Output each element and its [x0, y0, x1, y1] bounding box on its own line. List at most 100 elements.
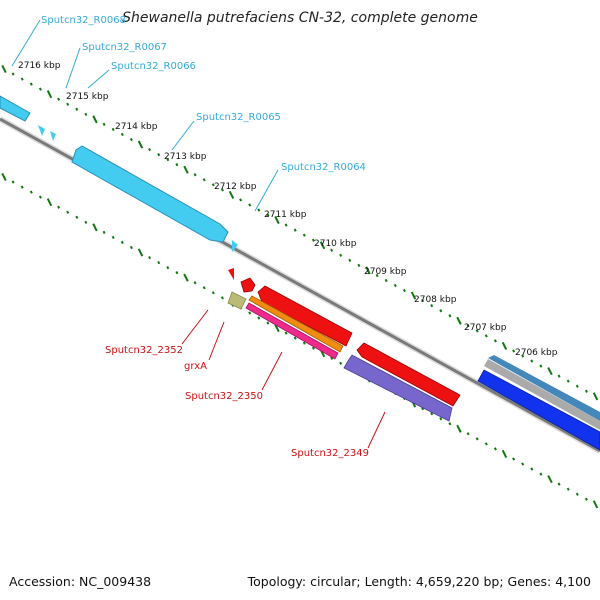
label-2349[interactable]: Sputcn32_2349	[291, 448, 369, 459]
label-2352[interactable]: Sputcn32_2352	[105, 345, 183, 356]
outer-tick	[46, 90, 53, 99]
kbp-label: 2707 kbp	[464, 323, 507, 333]
feature-trna-r0066[interactable]	[50, 131, 56, 141]
feature-red-2349[interactable]	[356, 342, 461, 407]
inner-tick	[592, 500, 599, 509]
feature-gray-band[interactable]	[484, 359, 600, 430]
outer-tick	[239, 198, 243, 202]
inner-tick	[175, 271, 179, 275]
label-r0066[interactable]: Sputcn32_R0066	[111, 61, 196, 72]
outer-tick	[393, 283, 397, 288]
feature-red-2351[interactable]	[257, 285, 353, 347]
inner-tick	[530, 467, 534, 471]
kbp-label: 2708 kbp	[414, 295, 457, 305]
outer-tick	[439, 309, 443, 313]
inner-tick	[274, 324, 280, 333]
outer-tick	[430, 304, 434, 308]
outer-tick	[92, 115, 98, 124]
outer-tick	[75, 107, 79, 111]
leader-r0066	[87, 69, 110, 89]
inner-tick	[183, 273, 189, 282]
outer-tick	[166, 158, 170, 162]
inner-tick	[466, 432, 470, 436]
outer-tick	[501, 341, 508, 350]
feature-red-2352[interactable]	[240, 277, 256, 293]
inner-tick	[66, 210, 70, 214]
kbp-label: 2713 kbp	[164, 152, 207, 162]
outer-tick	[547, 367, 553, 376]
label-r0067[interactable]: Sputcn32_R0067	[82, 42, 167, 53]
page-title: Shewanella putrefaciens CN-32, complete …	[122, 10, 478, 26]
inner-tick	[512, 457, 516, 461]
label-r0068[interactable]: Sputcn32_R0068	[41, 15, 126, 26]
inner-tick	[584, 497, 588, 501]
outer-tick	[475, 329, 479, 333]
kbp-label: 2716 kbp	[18, 61, 61, 71]
outer-tick	[211, 183, 215, 187]
feature-pink-2350[interactable]	[245, 302, 339, 360]
feature-blue-band[interactable]	[477, 369, 600, 451]
label-r0064[interactable]: Sputcn32_R0064	[281, 162, 366, 173]
inner-tick	[92, 223, 98, 232]
outer-tick	[293, 228, 297, 232]
kbp-label: 2709 kbp	[364, 267, 407, 277]
leader-r0065	[171, 120, 195, 151]
outer-tick	[375, 273, 379, 278]
outer-tick	[248, 203, 252, 207]
feature-trna-r0067[interactable]	[38, 125, 45, 136]
label-2350[interactable]: Sputcn32_2350	[185, 391, 263, 402]
leader-grxa	[208, 321, 225, 361]
inner-tick	[330, 356, 334, 360]
inner-tick	[202, 286, 206, 290]
outer-tick	[11, 72, 15, 76]
outer-tick	[38, 87, 42, 91]
feature-trna-r0063[interactable]	[232, 240, 238, 252]
inner-tick	[439, 417, 443, 421]
inner-tick	[475, 437, 479, 441]
outer-tick	[102, 122, 106, 127]
inner-tick	[166, 266, 170, 270]
outer-tick	[193, 173, 197, 177]
leader-r0064	[254, 169, 279, 212]
inner-tick	[302, 341, 306, 345]
outer-tick	[66, 102, 70, 106]
inner-tick	[57, 205, 61, 209]
outer-tick	[566, 379, 570, 383]
inner-tick	[257, 316, 261, 320]
feature-purple-2349[interactable]	[343, 354, 453, 422]
outer-tick	[120, 132, 124, 137]
outer-tick	[137, 140, 144, 149]
kbp-label: 2714 kbp	[115, 122, 158, 132]
inner-tick	[20, 185, 24, 189]
kbp-label: 2711 kbp	[264, 210, 307, 220]
feature-small-red[interactable]	[228, 268, 234, 280]
feature-orange-2350[interactable]	[248, 295, 344, 353]
inner-tick	[102, 230, 106, 235]
feature-trna-r0068[interactable]	[0, 95, 31, 122]
outer-tick	[129, 137, 133, 142]
outer-tick	[357, 263, 361, 267]
outer-tick	[539, 364, 543, 368]
feature-trna-r0064-arrow[interactable]	[71, 145, 229, 243]
outer-tick	[512, 349, 516, 353]
inner-tick	[311, 346, 315, 350]
outer-tick	[311, 238, 315, 242]
label-grxa[interactable]: grxA	[184, 361, 207, 372]
inner-tick	[211, 291, 215, 295]
outer-tick	[484, 334, 488, 338]
inner-tick	[75, 215, 79, 219]
reverse-gene-labels: Sputcn32_2352 grxA Sputcn32_2350 Sputcn3…	[105, 309, 386, 459]
feature-steel-band[interactable]	[488, 355, 600, 421]
feature-grxa[interactable]	[227, 291, 247, 310]
inner-tick	[38, 195, 42, 199]
outer-tick	[493, 339, 497, 343]
outer-tick	[57, 97, 61, 101]
outer-tick	[274, 216, 280, 225]
inner-tick	[220, 296, 224, 300]
label-r0065[interactable]: Sputcn32_R0065	[196, 112, 281, 123]
outer-tick	[530, 359, 534, 363]
inner-tick	[566, 487, 570, 491]
leader-r0068	[11, 19, 41, 67]
